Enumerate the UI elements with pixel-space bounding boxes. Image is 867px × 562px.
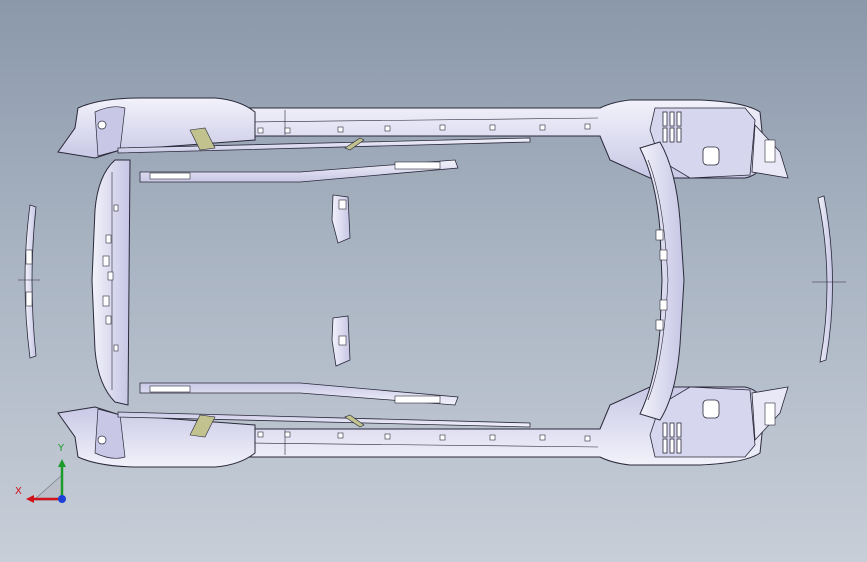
upper-side-sill[interactable] (242, 99, 766, 179)
x-axis-label: X (15, 486, 22, 497)
y-axis-arrowhead (58, 459, 66, 467)
rear-cross-member[interactable] (639, 141, 685, 421)
upper-rear-corner-assembly[interactable] (649, 107, 789, 179)
rear-bumper-beam[interactable] (812, 195, 846, 363)
center-bracket-upper[interactable] (331, 194, 351, 244)
x-axis-arrowhead (26, 495, 34, 503)
lower-floor-crossbar[interactable] (117, 411, 531, 438)
y-axis-label: Y (58, 443, 65, 454)
upper-longitudinal-member[interactable] (139, 159, 459, 183)
coordinate-triad (26, 459, 66, 503)
front-bumper-beam[interactable] (18, 204, 40, 359)
front-cross-member[interactable] (91, 159, 131, 406)
triad-xy-plane (32, 474, 63, 501)
z-axis-dot (58, 495, 66, 503)
lower-longitudinal-member[interactable] (139, 382, 459, 406)
lower-side-sill[interactable] (242, 386, 766, 466)
center-bracket-lower[interactable] (331, 315, 351, 367)
upper-floor-crossbar[interactable] (117, 127, 531, 154)
lower-rear-corner-assembly[interactable] (649, 386, 789, 458)
